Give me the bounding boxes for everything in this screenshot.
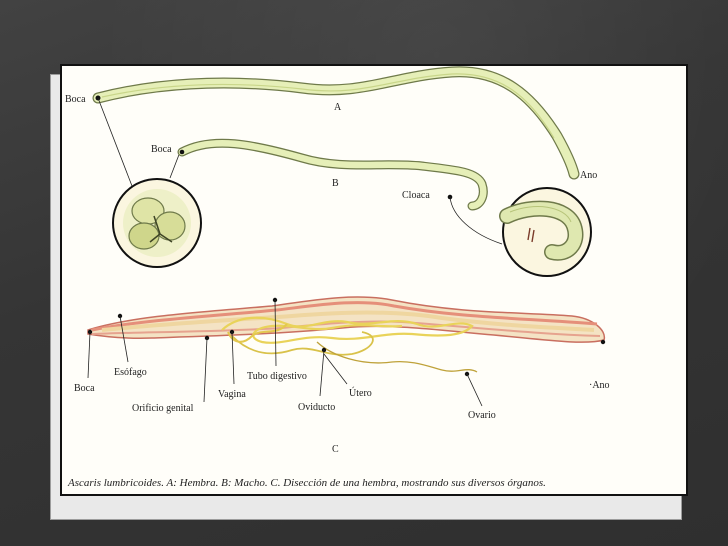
label-c-ano: ·Ano [589,380,610,391]
label-a-ano: Ano [580,170,597,181]
c-leaders [87,297,606,407]
b-boca-dot [179,149,185,155]
mouth-detail-circle [112,178,202,268]
worm-a [92,66,580,180]
label-c-vagina: Vagina [218,389,246,400]
label-c-orificio-genital: Orificio genital [132,403,194,414]
label-a-letter: A [334,102,342,113]
label-b-letter: B [332,178,339,189]
label-c-tubo-digestivo: Tubo digestivo [247,371,307,382]
a-boca-dot [95,95,101,101]
label-c-oviducto: Oviducto [298,402,335,413]
tail-detail-circle [499,187,592,277]
ascaris-illustration: Boca A Ano Boca B Cloaca [65,66,610,455]
ascaris-figure: Boca A Ano Boca B Cloaca [60,64,688,496]
worm-b [177,138,488,211]
figure-caption: Ascaris lumbricoides. A: Hembra. B: Mach… [68,477,546,489]
label-b-cloaca: Cloaca [402,190,430,201]
label-c-esofago: Esófago [114,367,147,378]
label-c-letter: C [332,444,339,455]
label-a-boca: Boca [65,94,86,105]
label-b-boca: Boca [151,144,172,155]
label-c-utero: Útero [349,387,372,399]
label-c-ovario: Ovario [468,410,496,421]
worm-c-dissection [87,296,606,373]
label-c-boca: Boca [74,383,95,394]
